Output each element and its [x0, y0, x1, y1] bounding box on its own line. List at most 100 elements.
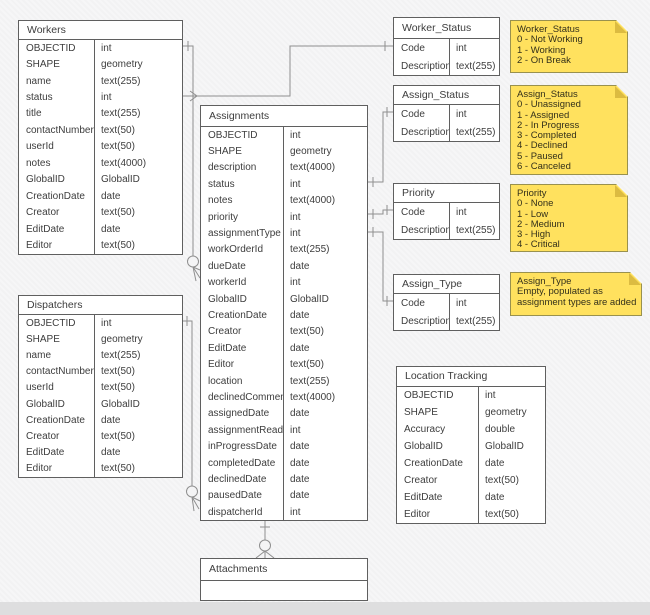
- field-name: EditDate: [201, 340, 284, 357]
- field-name: SHAPE: [397, 404, 479, 421]
- note-fold-icon: [615, 21, 627, 33]
- field-name: assignedDate: [201, 405, 284, 423]
- field-name: CreationDate: [397, 455, 479, 472]
- field-name: userId: [19, 379, 95, 396]
- field-name: declinedComment: [201, 389, 284, 406]
- table-row: CreationDate date: [201, 307, 367, 324]
- crow-foot-icon: [191, 496, 201, 512]
- many-chevron-icon: [189, 90, 198, 102]
- connector-dispatchers-to-assignments-dispatcherid: [183, 316, 201, 512]
- field-type: text(255): [101, 75, 141, 87]
- table-title: Worker_Status: [394, 18, 499, 39]
- note-fold-icon: [629, 273, 641, 285]
- field-type: int: [290, 277, 301, 289]
- field-name: workOrderId: [201, 241, 284, 259]
- field-name: notes: [201, 192, 284, 209]
- note-line: 1 - Assigned: [517, 109, 570, 121]
- connector-workers-status-to-worker-status: [183, 41, 393, 102]
- field-name: Accuracy: [397, 421, 479, 438]
- zero-circle-icon: [187, 255, 199, 268]
- note-line: 3 - Completed: [517, 130, 577, 142]
- field-type: text(255): [456, 126, 496, 138]
- field-type: int: [290, 178, 301, 190]
- note-fold-icon: [615, 185, 627, 197]
- field-type: text(255): [290, 375, 330, 387]
- table-row: [201, 581, 367, 600]
- field-type: geometry: [290, 146, 332, 158]
- field-type: date: [290, 342, 310, 354]
- field-type: text(50): [485, 509, 519, 520]
- note-line: 1 - Low: [517, 208, 549, 220]
- field-name: contactNumber: [19, 363, 95, 380]
- field-name: notes: [19, 155, 95, 172]
- field-name: dispatcherId: [201, 503, 284, 521]
- field-type: int: [456, 108, 467, 120]
- table-row: EditDate date: [201, 340, 367, 357]
- field-type: text(50): [101, 366, 135, 378]
- note-line: 0 - None: [517, 198, 554, 210]
- field-type: text(4000): [290, 162, 336, 174]
- field-type: int: [101, 317, 112, 329]
- note-title: Priority: [517, 188, 547, 199]
- field-name: priority: [201, 208, 284, 226]
- table-row: description text(4000): [201, 159, 367, 177]
- field-name: workerId: [201, 274, 284, 291]
- note-line: 2 - Medium: [517, 218, 565, 230]
- field-type: text(50): [101, 239, 135, 251]
- note-line: 4 - Declined: [517, 140, 568, 152]
- field-name: Code: [394, 105, 450, 123]
- field-name: OBJECTID: [19, 315, 95, 332]
- field-type: text(50): [101, 207, 135, 219]
- field-name: Editor: [201, 356, 284, 373]
- field-type: date: [290, 490, 310, 502]
- note-title: Worker_Status: [517, 24, 580, 35]
- field-type: text(50): [101, 382, 135, 394]
- field-name: Creator: [201, 323, 284, 341]
- field-name: CreationDate: [201, 307, 284, 324]
- field-type: date: [290, 408, 310, 420]
- field-type: date: [290, 473, 310, 485]
- field-type: text(255): [456, 60, 496, 72]
- field-name: status: [19, 89, 95, 106]
- field-name: location: [201, 372, 284, 390]
- field-name: userId: [19, 138, 95, 156]
- table-row: OBJECTID int: [19, 315, 182, 332]
- connector-workers-to-assignments-workerid: [183, 41, 201, 282]
- field-name: OBJECTID: [397, 387, 479, 404]
- field-type: text(50): [290, 326, 324, 338]
- field-name: GlobalID: [201, 290, 284, 308]
- field-type: text(50): [101, 463, 135, 475]
- field-name: OBJECTID: [201, 127, 284, 144]
- field-name: description: [201, 159, 284, 177]
- table-title: Workers: [19, 21, 182, 40]
- table-row: Creator text(50): [201, 323, 367, 341]
- field-type: date: [290, 309, 310, 321]
